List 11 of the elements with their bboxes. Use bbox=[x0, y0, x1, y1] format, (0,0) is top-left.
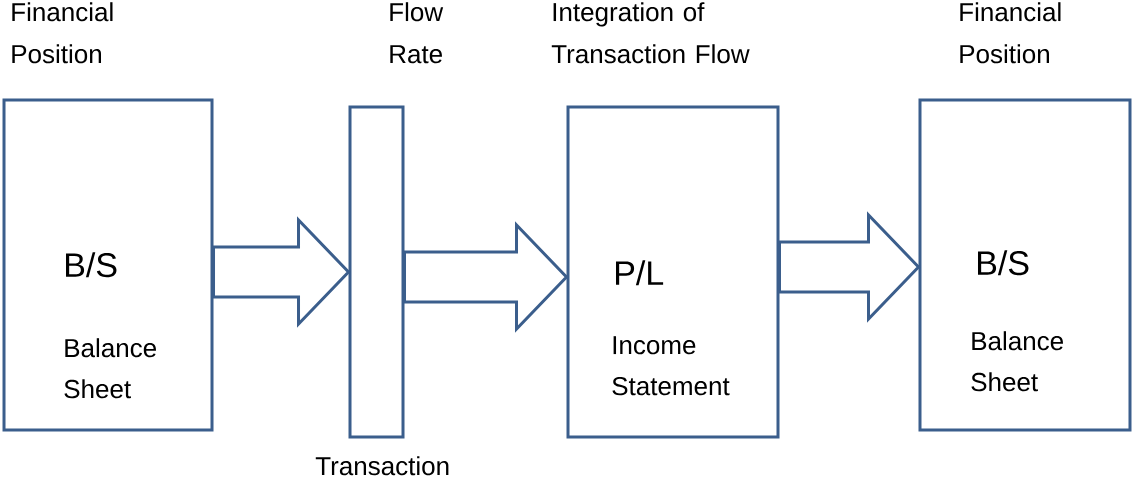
block-arrow bbox=[778, 211, 921, 323]
block-arrow bbox=[212, 216, 351, 328]
heading: Integration of Transaction Flow bbox=[551, 2, 750, 64]
balance-sheet-box: B/S Balance Sheet bbox=[2, 98, 214, 432]
balance-sheet-box: B/S Balance Sheet bbox=[918, 98, 1132, 432]
income-statement-box: P/L Income Statement bbox=[566, 105, 780, 439]
heading: Financial Position bbox=[12, 2, 113, 64]
heading: Financial Position bbox=[960, 2, 1061, 64]
node-label: Transaction bbox=[315, 456, 449, 476]
heading: Flow Rate bbox=[390, 2, 444, 64]
block-arrow bbox=[403, 221, 569, 333]
